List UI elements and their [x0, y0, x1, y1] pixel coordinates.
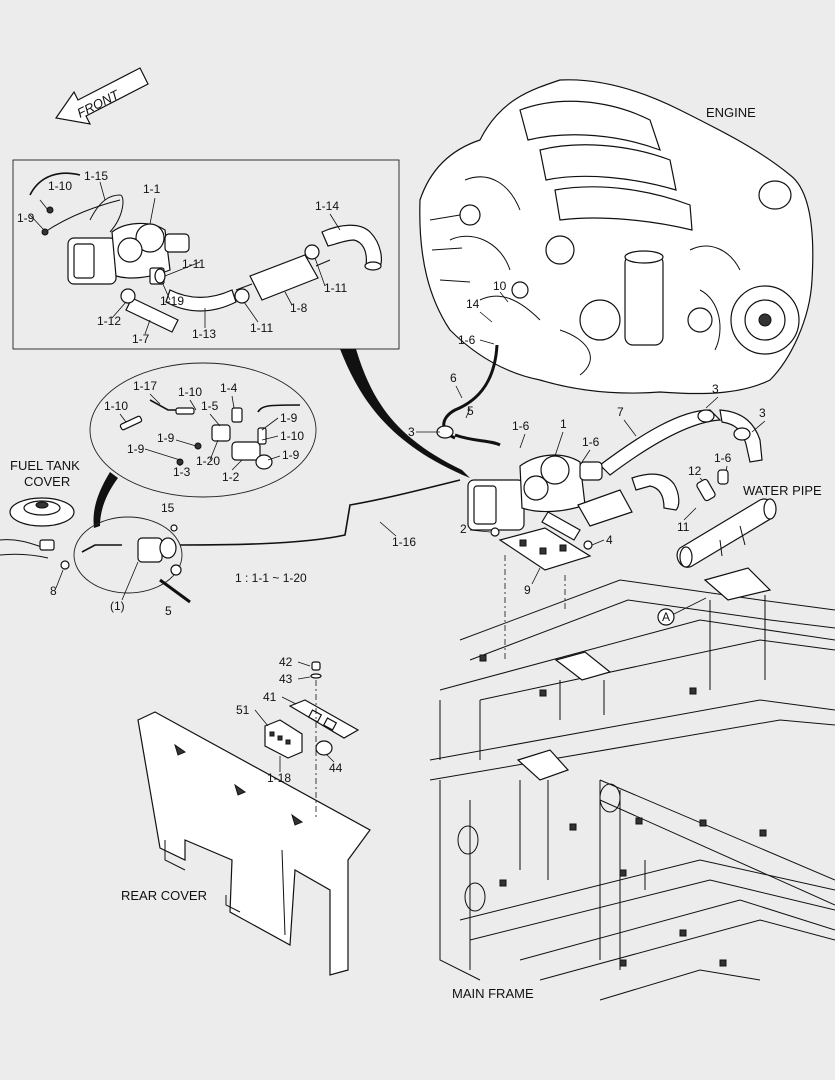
- callout-1-9-b: 1-9: [280, 411, 298, 425]
- callout-9: 9: [524, 583, 531, 597]
- rear-cover: REAR COVER: [121, 711, 371, 976]
- callout-1-9-d: 1-9: [127, 442, 145, 456]
- callout-41: 41: [263, 690, 277, 704]
- callout-3-a: 3: [408, 425, 415, 439]
- callout-4: 4: [606, 533, 613, 547]
- callout-43: 43: [279, 672, 293, 686]
- callout-11: 11: [677, 520, 690, 534]
- range-note: 1 : 1-1 ~ 1-20: [235, 571, 307, 585]
- callout-1-11-a: 1-11: [182, 257, 205, 271]
- callout-1-10-b: 1-10: [178, 385, 202, 399]
- callout-1-10-c: 1-10: [104, 399, 128, 413]
- callout-1-4: 1-4: [220, 381, 238, 395]
- fuel-pump-detail: 1-17 1-10 1-4 1-10 1-5 1-9 1-9 1-10 1-9 …: [89, 362, 317, 498]
- callout-1-8: 1-8: [290, 301, 308, 315]
- engine-label: ENGINE: [706, 105, 756, 120]
- callout-3-b: 3: [712, 382, 719, 396]
- heater-exploded-view: 1-15 1-10 1-9 1-1 1-14 1-11 1-11 1-11 1-…: [12, 159, 400, 350]
- callout-7: 7: [617, 405, 624, 419]
- detail-ref-a: A: [662, 610, 670, 624]
- water-pipe: WATER PIPE: [676, 469, 822, 568]
- callout-1-10-inset: 1-10: [48, 179, 72, 193]
- callout-1-13: 1-13: [192, 327, 216, 341]
- callout-8: 8: [50, 584, 57, 598]
- callout-1-16: 1-16: [392, 535, 416, 549]
- front-arrow: FRONT: [54, 67, 149, 125]
- sub-assembly-ref: (1): [110, 599, 125, 613]
- callout-14: 14: [466, 297, 480, 311]
- fuel-line: [179, 479, 461, 546]
- pump-ref-oval: (1) 15 5: [73, 501, 191, 618]
- water-pipe-label: WATER PIPE: [743, 483, 822, 498]
- callout-12: 12: [688, 464, 702, 478]
- rear-cover-label: REAR COVER: [121, 888, 207, 903]
- callout-5-lower: 5: [165, 604, 172, 618]
- callout-42: 42: [279, 655, 293, 669]
- heater-installed: 10 14 1-6 6 5 3 1-6 1 1-6 7 3 3 1-6 12 1…: [408, 279, 766, 660]
- callout-1-1-inset: 1-1: [143, 182, 161, 196]
- callout-1-9-inset: 1-9: [17, 211, 35, 225]
- fuel-tank-cover-label-2: COVER: [24, 474, 70, 489]
- callout-1-6-a: 1-6: [458, 333, 476, 347]
- callout-1-14: 1-14: [315, 199, 339, 213]
- callout-6: 6: [450, 371, 457, 385]
- callout-1-20: 1-20: [196, 454, 220, 468]
- callout-1-12: 1-12: [97, 314, 121, 328]
- callout-1-15: 1-15: [84, 169, 108, 183]
- callout-1-2: 1-2: [222, 470, 240, 484]
- callout-2: 2: [460, 522, 467, 536]
- callout-1-6-b: 1-6: [512, 419, 530, 433]
- controller-bracket: 42 43 41 51 1-18 44: [236, 655, 360, 820]
- engine-assembly: ENGINE: [419, 79, 814, 395]
- callout-1-11-b: 1-11: [324, 281, 347, 295]
- callout-3-c: 3: [759, 406, 766, 420]
- callout-5: 5: [467, 404, 474, 418]
- callout-1-6-d: 1-6: [714, 451, 732, 465]
- main-frame-label: MAIN FRAME: [452, 986, 534, 1001]
- callout-51: 51: [236, 703, 250, 717]
- callout-1: 1: [560, 417, 567, 431]
- callout-1-3: 1-3: [173, 465, 191, 479]
- fuel-tank-cover: FUEL TANK COVER 8: [0, 458, 80, 598]
- callout-1-19: 1-19: [160, 294, 184, 308]
- callout-1-18: 1-18: [267, 771, 291, 785]
- callout-1-11-c: 1-11: [250, 321, 273, 335]
- callout-1-6-c: 1-6: [582, 435, 600, 449]
- callout-1-9-e: 1-9: [282, 448, 300, 462]
- callout-1-10-d: 1-10: [280, 429, 304, 443]
- callout-15: 15: [161, 501, 175, 515]
- view-connector-lines: [93, 349, 470, 528]
- callout-1-5: 1-5: [201, 399, 219, 413]
- fuel-tank-cover-label-1: FUEL TANK: [10, 458, 80, 473]
- callout-1-17: 1-17: [133, 379, 157, 393]
- callout-44: 44: [329, 761, 343, 775]
- callout-1-9-c: 1-9: [157, 431, 175, 445]
- callout-10: 10: [493, 279, 507, 293]
- callout-1-7: 1-7: [132, 332, 150, 346]
- main-frame: A MAIN FRAME: [429, 567, 835, 1001]
